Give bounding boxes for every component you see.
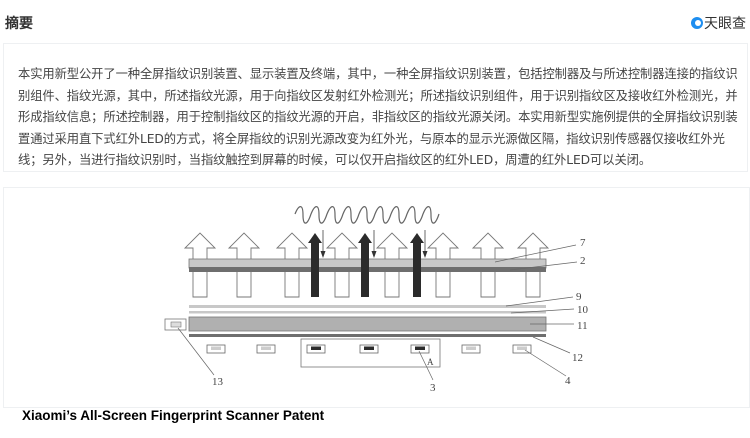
label-9: 9	[576, 291, 582, 303]
label-4: 4	[565, 375, 571, 387]
label-11: 11	[577, 320, 588, 332]
label-13: 13	[212, 376, 224, 388]
led-chip	[311, 346, 321, 350]
label-A: A	[427, 357, 434, 367]
logo-text: 天眼查	[704, 16, 746, 32]
logo-icon	[691, 17, 703, 29]
led-chip	[517, 346, 527, 350]
dark-arrows	[308, 233, 424, 297]
led-chip	[364, 346, 374, 350]
led-chip	[211, 346, 221, 350]
down-arrow-head	[320, 251, 326, 258]
label-3: 3	[430, 382, 436, 394]
section-title: 摘要	[5, 16, 33, 32]
label-12: 12	[572, 352, 583, 364]
layer-12	[189, 334, 546, 337]
label-2: 2	[580, 255, 586, 267]
layer-9	[189, 305, 546, 308]
figure-caption: Xiaomi’s All-Screen Fingerprint Scanner …	[22, 408, 325, 423]
layer-10	[189, 311, 546, 314]
abstract-text: 本实用新型公开了一种全屏指纹识别装置、显示装置及终端，其中，一种全屏指纹识别装置…	[18, 67, 738, 168]
down-arrow-head	[371, 251, 377, 258]
led-row	[206, 344, 532, 354]
layer-11	[188, 316, 547, 332]
label-7: 7	[580, 237, 586, 249]
thin-down-arrows	[320, 230, 428, 258]
led-chip	[466, 346, 476, 350]
dark-arrow	[358, 233, 372, 297]
dark-arrow	[410, 233, 424, 297]
tianyancha-logo[interactable]: 天眼查	[691, 13, 746, 33]
led-chip	[261, 346, 271, 350]
wave	[294, 206, 440, 224]
label-10: 10	[577, 304, 589, 316]
dark-arrow	[308, 233, 322, 297]
abstract-panel: 本实用新型公开了一种全屏指纹识别装置、显示装置及终端，其中，一种全屏指纹识别装置…	[3, 43, 748, 172]
region-A	[300, 338, 441, 368]
down-arrow-head	[422, 251, 428, 258]
leader-lines	[177, 244, 578, 381]
led-chip	[415, 346, 425, 350]
